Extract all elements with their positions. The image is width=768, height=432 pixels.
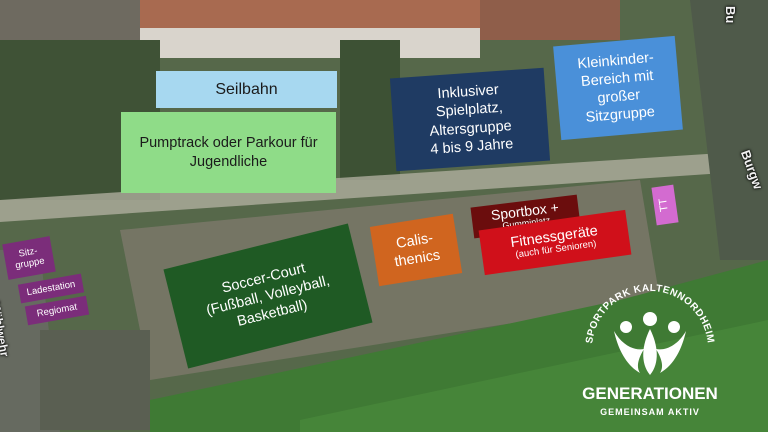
zone-tt-label: TT: [657, 197, 672, 213]
zone-seilbahn[interactable]: Seilbahn: [156, 71, 337, 108]
logo-tagline: GEMEINSAM AKTIV: [600, 407, 700, 417]
zone-pumptrack-line2: Jugendliche: [189, 153, 268, 170]
zone-spielplatz[interactable]: Inklusiver Spielplatz, Altersgruppe 4 bi…: [389, 67, 551, 172]
street-label-right-top: Bu: [723, 6, 738, 24]
zone-seilbahn-label: Seilbahn: [215, 80, 278, 98]
zone-kleinkinder-line4: Sitzgruppe: [585, 104, 656, 127]
people-icon: [614, 312, 686, 375]
zone-pumptrack[interactable]: Pumptrack oder Parkour für Jugendliche: [121, 112, 336, 193]
sportpark-logo: SPORTPARK KALTENNORDHEIM GENERATIONEN GE…: [582, 283, 718, 417]
zone-regiomat-label: Regiomat: [35, 301, 78, 320]
logo-name: GENERATIONEN: [582, 384, 718, 403]
zone-pumptrack-line1: Pumptrack oder Parkour für: [139, 135, 318, 152]
zone-kleinkinder[interactable]: Kleinkinder- Bereich mit großer Sitzgrup…: [553, 35, 683, 141]
